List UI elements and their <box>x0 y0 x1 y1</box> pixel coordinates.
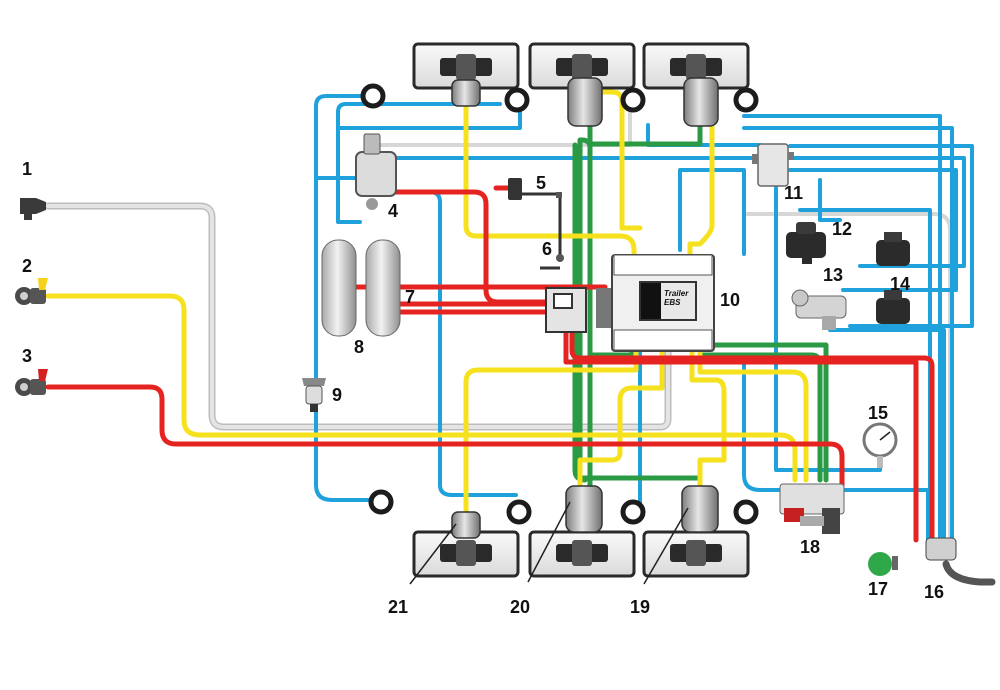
valve-5 <box>508 178 562 236</box>
label-1: 1 <box>22 159 33 179</box>
label-8: 8 <box>354 337 365 357</box>
relay-emergency-valve <box>355 133 397 210</box>
ebs-module <box>545 254 715 352</box>
label-20: 20 <box>510 597 531 617</box>
pressure-gauge <box>862 422 898 468</box>
supply-coupling-head <box>15 369 48 396</box>
pressure-valve-9 <box>302 378 326 412</box>
levelling-valve-13 <box>791 289 847 330</box>
levelling-valve-14 <box>876 232 910 324</box>
label-17: 17 <box>868 579 889 599</box>
valve-18 <box>779 483 845 534</box>
label-12: 12 <box>832 219 853 239</box>
control-lines <box>45 89 809 523</box>
label-14: 14 <box>890 274 911 294</box>
electric-connector <box>20 198 46 220</box>
push-button <box>868 552 898 576</box>
valve-6 <box>540 236 564 270</box>
label-7: 7 <box>405 287 416 307</box>
valve-11 <box>752 143 794 187</box>
label-19: 19 <box>630 597 651 617</box>
label-13: 13 <box>823 265 844 285</box>
label-4: 4 <box>388 201 399 221</box>
label-11: 11 <box>784 183 804 203</box>
label-9: 9 <box>332 385 343 405</box>
label-21: 21 <box>388 597 409 617</box>
ebs-logo: Trailer EBS <box>664 289 689 307</box>
levelling-valve-12 <box>786 222 826 264</box>
label-3: 3 <box>22 346 33 366</box>
brake-chambers-top <box>451 77 719 127</box>
label-16: 16 <box>924 582 945 602</box>
label-6: 6 <box>542 239 553 259</box>
axle-brackets <box>440 54 722 566</box>
brake-chambers-bottom <box>451 485 719 539</box>
leader-lines <box>409 501 689 585</box>
control-coupling-head <box>15 278 48 305</box>
label-15: 15 <box>868 403 889 423</box>
label-18: 18 <box>800 537 821 557</box>
air-reservoirs <box>321 239 401 337</box>
label-5: 5 <box>536 173 547 193</box>
sensor-rings <box>360 83 759 525</box>
ring <box>360 83 386 109</box>
hand-valve <box>925 537 996 586</box>
label-2: 2 <box>22 256 33 276</box>
label-10: 10 <box>720 290 741 310</box>
